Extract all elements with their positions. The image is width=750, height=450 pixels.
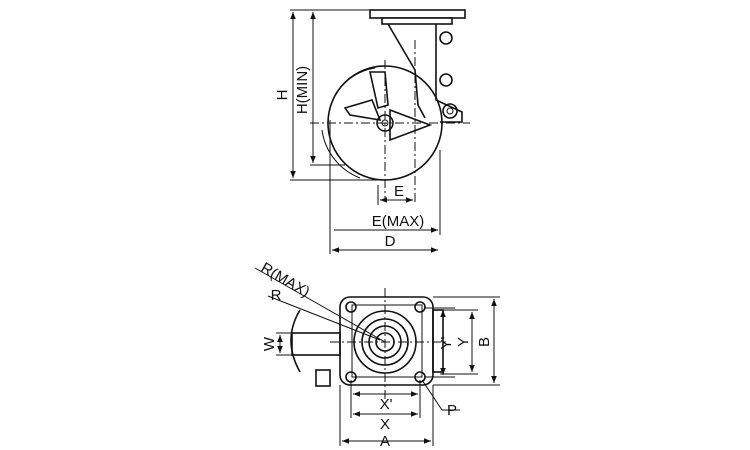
label-x-prime: X' <box>380 396 393 413</box>
label-h-min: H(MIN) <box>294 66 311 114</box>
label-x: X <box>380 416 390 433</box>
brake-lever <box>369 71 389 110</box>
label-p: P <box>447 402 457 419</box>
brake-pedal <box>343 99 382 122</box>
label-w: W <box>261 336 278 351</box>
label-b: B <box>476 337 493 347</box>
p-leader <box>421 379 443 411</box>
side-view: H H(MIN) E E(MAX) D <box>274 9 470 254</box>
label-a: A <box>380 433 390 450</box>
r-max-leader <box>254 267 386 343</box>
axle-nut-center <box>446 107 454 115</box>
label-r-max: R(MAX) <box>258 259 313 300</box>
wheel-tread-line-2 <box>321 129 361 179</box>
label-r: R <box>271 287 282 304</box>
label-y: Y <box>455 337 472 347</box>
label-e: E <box>394 183 404 200</box>
plan-view: R(MAX) R W Y' Y B P X' X <box>254 259 500 450</box>
fork-bracket <box>435 24 463 123</box>
wheel-swing-arc <box>290 309 301 373</box>
mounting-plate <box>369 9 466 19</box>
bolt-hole-upper <box>439 31 453 45</box>
plate-inner-edge <box>351 304 423 378</box>
plate-boss <box>381 17 453 25</box>
r-leader <box>267 295 381 341</box>
brake-extension <box>291 332 341 356</box>
brake-tab <box>315 369 331 387</box>
label-e-max: E(MAX) <box>372 213 425 230</box>
bolt-hole-middle <box>439 73 453 87</box>
label-h: H <box>274 90 291 101</box>
brake-shoe <box>389 108 433 142</box>
wheel-tread-line <box>334 67 376 96</box>
bolt-hole-tl <box>345 301 357 313</box>
fork-front-edge <box>387 23 426 119</box>
label-d: D <box>385 233 396 250</box>
bolt-hole-tr <box>414 301 426 313</box>
label-y-prime: Y' <box>438 336 455 349</box>
axle-nut <box>442 103 458 119</box>
